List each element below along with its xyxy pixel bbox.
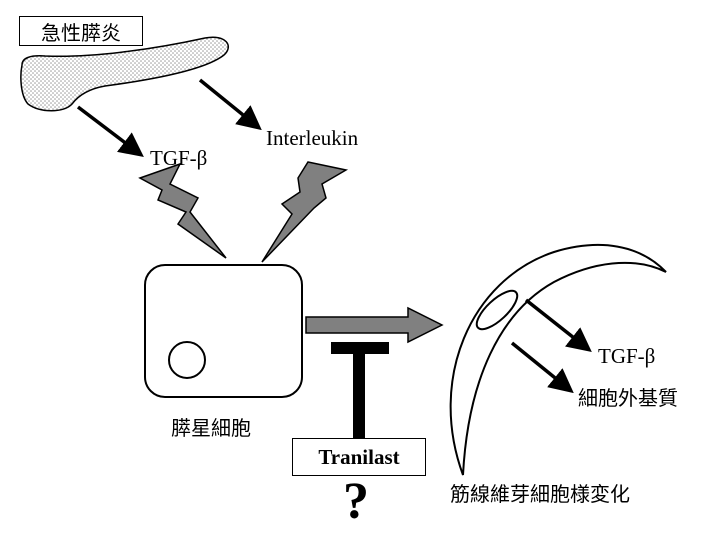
lightning-bolt-right — [261, 161, 349, 263]
tranilast-label: Tranilast — [292, 438, 426, 476]
arrow-to-tgf-left — [76, 105, 144, 157]
stellate-cell-nucleus — [168, 341, 206, 379]
question-mark: ? — [343, 473, 369, 530]
inhibition-bar — [331, 342, 389, 354]
pancreas-shape — [20, 36, 229, 112]
lightning-bolt-left — [138, 162, 227, 259]
stellate-cell-body — [144, 264, 303, 398]
stellate-cell-label: 膵星細胞 — [171, 416, 251, 440]
myofibroblast-transformation-label: 筋線維芽細胞様変化 — [450, 482, 630, 506]
inhibition-stem — [353, 352, 365, 438]
arrow-to-tgf-right — [524, 298, 592, 353]
interleukin-label: Interleukin — [266, 126, 359, 150]
myofibroblast-nucleus — [475, 289, 519, 331]
extracellular-matrix-label: 細胞外基質 — [578, 386, 678, 410]
acute-pancreatitis-label: 急性膵炎 — [19, 16, 143, 46]
tgf-beta-label-right: TGF-β — [598, 344, 656, 368]
transformation-arrow — [305, 306, 444, 344]
arrow-to-interleukin — [198, 78, 262, 131]
tgf-beta-label-left: TGF-β — [150, 146, 208, 170]
arrow-to-ecm — [510, 341, 574, 394]
